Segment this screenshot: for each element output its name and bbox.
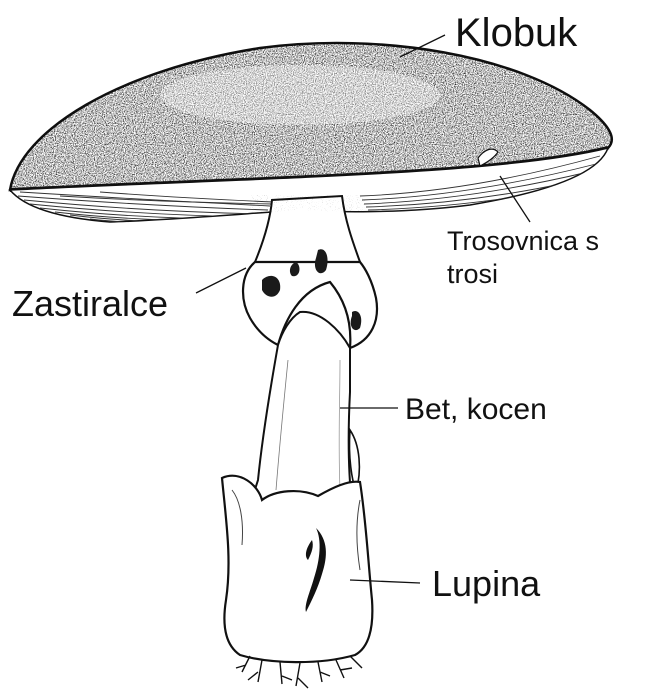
label-cap: Klobuk — [455, 11, 578, 55]
leader-line-ring — [196, 268, 246, 293]
mushroom-upper-stem — [250, 195, 365, 265]
label-gills-line2: trosi — [447, 259, 498, 289]
mushroom-volva — [222, 476, 372, 688]
label-stem: Bet, kocen — [405, 393, 547, 426]
label-gills-line1: Trosovnica s — [447, 226, 599, 256]
label-volva: Lupina — [432, 563, 541, 604]
label-ring: Zastiralce — [12, 283, 168, 324]
